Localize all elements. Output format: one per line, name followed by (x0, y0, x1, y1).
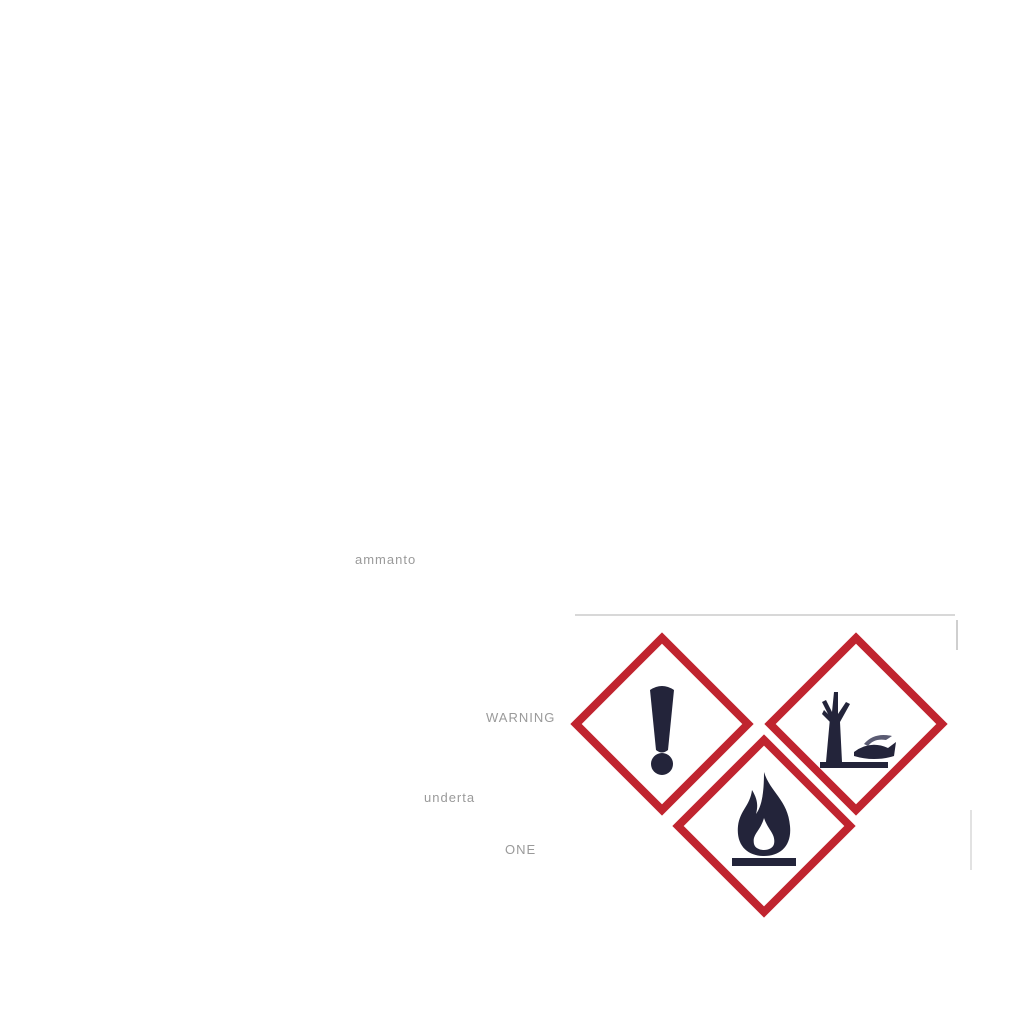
label-edge-line (970, 810, 972, 870)
label-edge-line (956, 620, 958, 650)
label-divider (575, 614, 955, 616)
label-text-fragment: WARNING (486, 710, 556, 725)
flame-icon (672, 734, 856, 918)
environment-hazard-icon (764, 632, 948, 816)
label-text-fragment: ONE (505, 842, 537, 857)
ghs-pictograms (560, 620, 960, 920)
label-text-fragment: underta (424, 790, 476, 805)
exclamation-mark-icon (570, 632, 754, 816)
label-text-fragment: ammanto (355, 552, 417, 567)
